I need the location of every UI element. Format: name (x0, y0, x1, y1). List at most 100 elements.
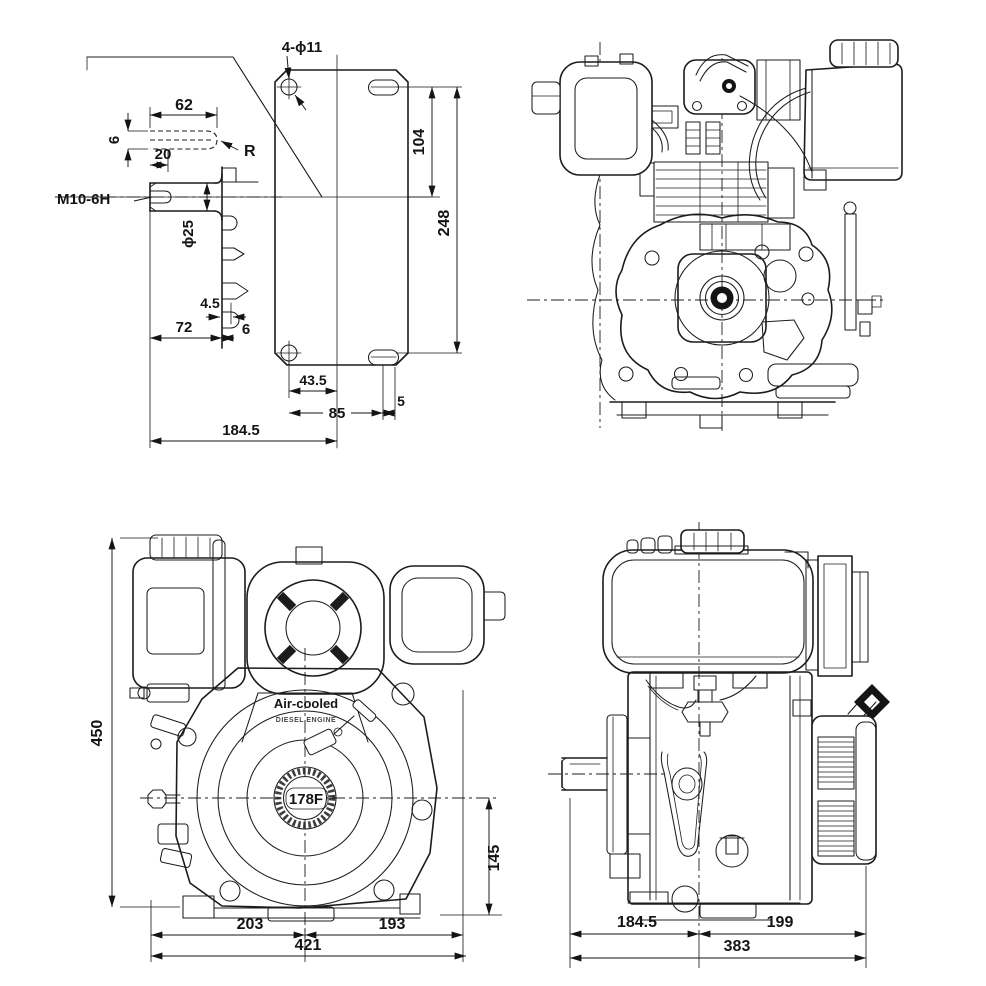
oil-fill-hole (763, 259, 797, 293)
dim-label-4-5: 4.5 (200, 295, 220, 311)
dim-label-450: 450 (89, 720, 106, 747)
base-boss (671, 885, 699, 913)
tank-bracket (803, 169, 827, 191)
diesel-engine-label: DIESEL ENGINE (276, 717, 336, 724)
dim-248: 248 (396, 86, 462, 354)
crankcase-left-edge (591, 164, 616, 401)
dim-label-72: 72 (176, 319, 193, 336)
engine-base-d (627, 885, 801, 921)
engine-base-c (182, 893, 421, 922)
dim-key-width: 6 (106, 113, 148, 167)
dim-383: 383 (570, 938, 866, 962)
fan-shroud-duct (805, 555, 869, 677)
holes-callout: 4-ϕ11 (282, 39, 322, 111)
dim-label-85: 85 (329, 405, 346, 422)
fuel-filler-cap-front (829, 39, 899, 68)
rocker-cover (683, 59, 756, 115)
keyway-radius-callout: R (220, 140, 256, 160)
cylinder-fins (639, 161, 795, 223)
dim-199: 199 (699, 866, 867, 968)
fuel-filler-cap-side (149, 534, 223, 561)
tapped-hole-callout: M10-6H (57, 191, 153, 208)
tank-support-right (732, 672, 768, 689)
dim-label-R: R (244, 143, 256, 160)
starter-motor (767, 363, 859, 387)
decompression-lever (303, 699, 377, 756)
dim-label-4-phi11: 4-ϕ11 (282, 39, 322, 56)
dim-label-203: 203 (237, 916, 264, 933)
air-cooled-label: Air-cooled (274, 696, 338, 711)
air-intake-tab (483, 591, 506, 621)
injector (681, 675, 729, 737)
section-line (232, 56, 323, 198)
muffler (531, 53, 653, 176)
fuel-tank-side (132, 534, 246, 691)
dim-104: 104 (396, 86, 440, 198)
engine-foot (621, 401, 647, 419)
filter-fins-bottom (817, 800, 855, 857)
dim-label-184-5-d: 184.5 (617, 914, 657, 931)
dim-203-193: 203 193 (150, 690, 464, 962)
pto-shaft (561, 714, 651, 879)
dim-label-6-key: 6 (106, 136, 123, 144)
dim-43-5: 43.5 (288, 361, 337, 398)
model-badge (285, 787, 329, 810)
dim-421: 421 (151, 937, 466, 960)
dim-72: 72 (149, 211, 222, 345)
dim-label-104: 104 (411, 129, 428, 156)
starter-bracket (295, 546, 323, 565)
dim-184-5-d: 184.5 (569, 798, 700, 968)
dim-label-62: 62 (175, 97, 193, 114)
projection-lines (54, 56, 431, 198)
dim-label-43-5: 43.5 (299, 372, 326, 388)
fuel-filler-cap-rear (674, 529, 749, 555)
filter-fins-top (817, 736, 855, 790)
fuel-tank-rear (602, 529, 814, 689)
oil-filler-plug (715, 834, 749, 868)
slot-hole-top-right (368, 79, 399, 96)
dim-label-383: 383 (724, 938, 751, 955)
cover-slot (671, 376, 721, 390)
return-pipe (719, 675, 757, 701)
cleaner-cover (855, 721, 877, 861)
engine-block-side (627, 671, 813, 905)
model-label: 178F (289, 791, 323, 808)
pump-housing (761, 319, 805, 361)
dim-label-199: 199 (767, 914, 794, 931)
pump-inspection-port (671, 767, 703, 801)
pto-flange-square (677, 253, 767, 343)
view-flywheel-side: 450 203 193 421 145 Air-cooled DIESEL EN… (89, 534, 506, 962)
fuel-pipe-d (645, 679, 697, 709)
dim-label-184-5: 184.5 (222, 422, 260, 439)
rope-guide (695, 54, 749, 76)
crankcase-bottom (609, 363, 859, 429)
dim-450: 450 (89, 537, 180, 908)
fuel-line (739, 95, 813, 173)
dim-label-193: 193 (379, 916, 406, 933)
dim-label-421: 421 (295, 937, 322, 954)
pump-flange (699, 223, 791, 251)
drain-bolt (147, 789, 167, 809)
cylinder-head (627, 54, 801, 155)
tapped-hole-profile (149, 190, 172, 204)
tank-support-left (649, 672, 684, 689)
dim-6-face: 6 (222, 321, 250, 342)
governor-linkage (843, 201, 882, 337)
dim-label-145: 145 (486, 845, 503, 872)
fuel-tank-front (739, 39, 903, 201)
dim-145: 145 (440, 798, 503, 916)
dim-label-248: 248 (436, 210, 453, 237)
dim-key-length: 62 (149, 97, 218, 128)
view-shaft-base-detail: 62 6 20 R M10-6H ϕ25 4-ϕ11 (54, 39, 462, 449)
front-foot (609, 853, 641, 879)
dim-label-6-face: 6 (242, 321, 250, 338)
gear-cover (591, 164, 833, 401)
recoil-starter (246, 546, 385, 695)
fuel-tap-and-fittings (129, 683, 193, 868)
dim-thread-depth: 20 (150, 146, 171, 172)
fuel-sight-window (146, 587, 205, 655)
dim-label-phi25: ϕ25 (180, 220, 197, 248)
exhaust-pipe (651, 119, 669, 151)
